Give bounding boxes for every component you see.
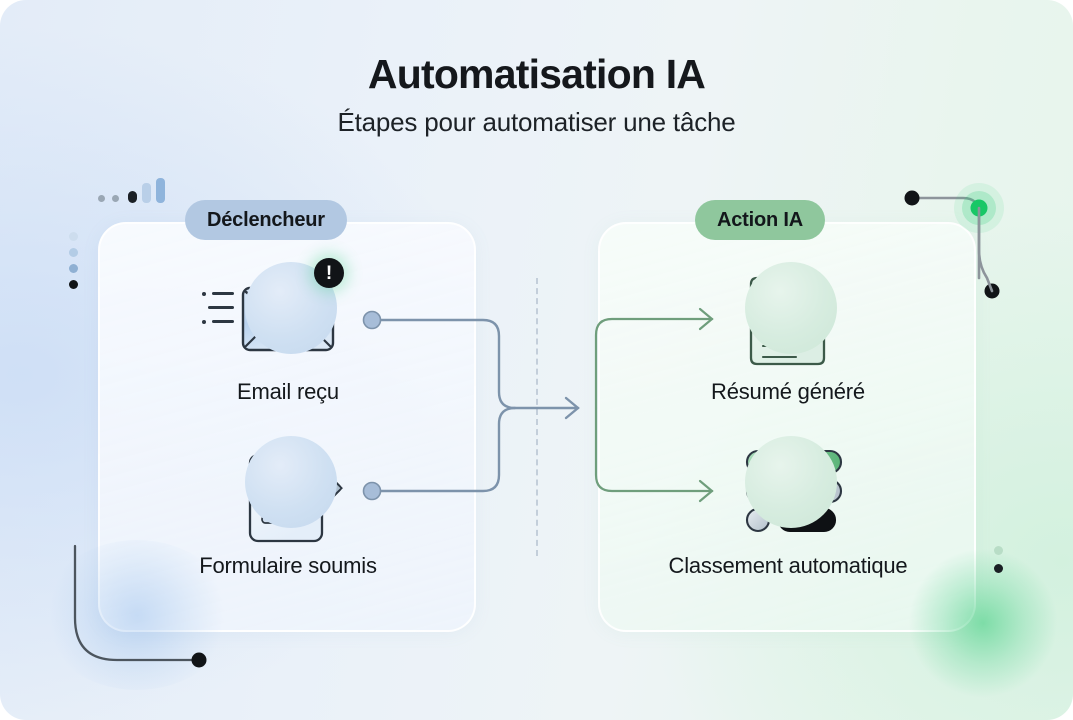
node-email-recu[interactable]: ! Email reçu bbox=[138, 258, 438, 406]
dot-black-bottom bbox=[984, 283, 1000, 299]
bottom-right-dots-decoration bbox=[993, 546, 1009, 578]
page-subtitle: Étapes pour automatiser une tâche bbox=[337, 107, 736, 138]
node-email-icon-wrap: ! bbox=[202, 258, 344, 362]
header: Automatisation IA Étapes pour automatise… bbox=[0, 51, 1073, 138]
alert-badge-icon: ! bbox=[314, 258, 344, 288]
node-class-icon-wrap bbox=[738, 436, 838, 536]
icon-backdrop-circle bbox=[745, 262, 837, 354]
node-class-label: Classement automatique bbox=[668, 553, 908, 578]
icon-backdrop-circle bbox=[245, 436, 337, 528]
badge-trigger[interactable]: Déclencheur bbox=[185, 200, 347, 240]
dot-green-glow bbox=[970, 199, 988, 217]
badge-trigger-label: Déclencheur bbox=[207, 208, 325, 231]
icon-backdrop-circle bbox=[745, 436, 837, 528]
section-divider bbox=[536, 278, 538, 556]
badge-action-label: Action IA bbox=[717, 208, 803, 231]
node-form-label: Formulaire soumis bbox=[199, 553, 377, 578]
badge-action[interactable]: Action IA bbox=[695, 200, 825, 240]
node-form-icon-wrap bbox=[238, 436, 338, 536]
dot-black-top bbox=[904, 190, 920, 206]
node-doc-label: Résumé généré bbox=[711, 379, 865, 404]
dot-column-decoration bbox=[68, 232, 82, 289]
node-classement-automatique[interactable]: Classement automatique bbox=[638, 436, 938, 580]
green-glow-decoration bbox=[908, 548, 1058, 698]
page-title: Automatisation IA bbox=[367, 51, 706, 97]
node-email-label: Email reçu bbox=[237, 379, 339, 404]
node-formulaire-soumis[interactable]: Formulaire soumis bbox=[138, 436, 438, 580]
bar-chart-decoration bbox=[98, 178, 170, 206]
node-resume-genere[interactable]: Résumé généré bbox=[638, 262, 938, 406]
node-doc-icon-wrap bbox=[738, 262, 838, 362]
speed-lines-icon bbox=[202, 284, 242, 332]
